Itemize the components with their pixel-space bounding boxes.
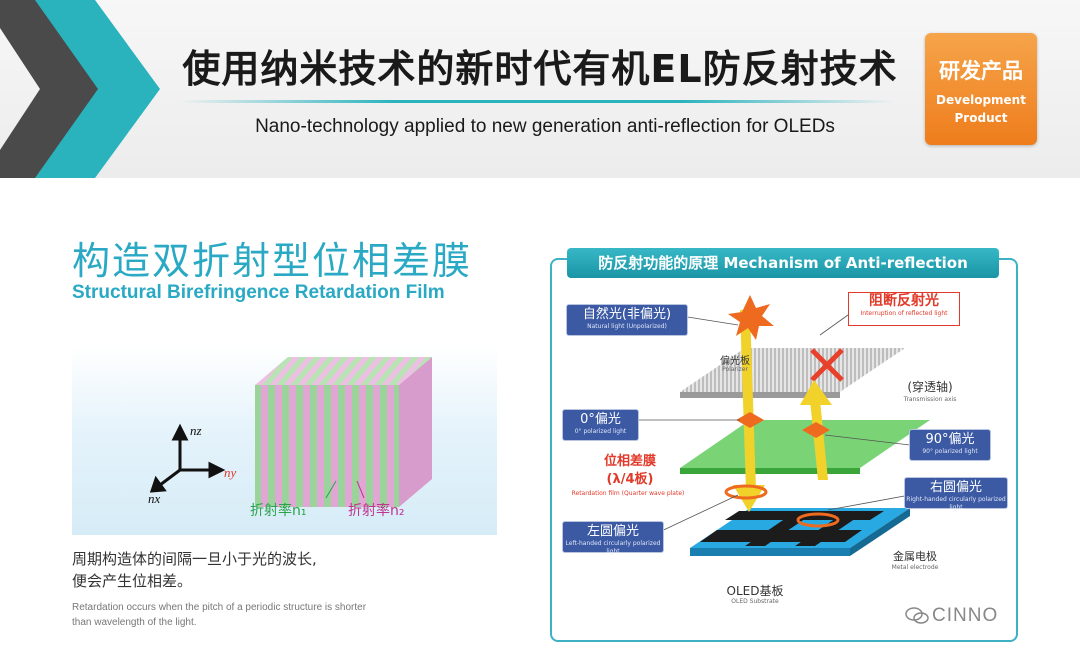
film-side-face — [399, 357, 432, 507]
index-label-n1: 折射率n₁ — [250, 502, 307, 519]
mechanism-diagram — [637, 295, 930, 556]
block-x-icon — [810, 348, 844, 382]
polarization-arrows-icon — [724, 412, 840, 528]
polarizer-plate — [680, 348, 905, 392]
natural-light-star-icon — [728, 295, 774, 340]
section-title-cn: 构造双折射型位相差膜 — [72, 239, 473, 283]
page-title: 使用纳米技术的新时代有机EL防反射技术 — [182, 47, 898, 91]
mechanism-title: 防反射功能的原理 Mechanism of Anti-reflection — [567, 248, 999, 278]
label-polarizer-en: Polarizer — [722, 366, 748, 373]
axis-label-ny: ny — [224, 465, 237, 480]
watermark-text: CINNO — [932, 605, 999, 626]
wechat-icon — [905, 607, 929, 624]
label-block-reflection: 阻断反射光 Interruption of reflected light — [848, 292, 960, 326]
film-structure-diagram: nz ny nx 折射率n₁ 折射率n₂ — [148, 357, 432, 519]
label-natural-light: 自然光(非偏光) Natural light (Unpolarized) — [567, 305, 687, 335]
description-en-line-2: than wavelength of the light. — [72, 617, 197, 628]
label-electrode-cn: 金属电极 — [893, 550, 937, 563]
index-label-n2: 折射率n₂ — [348, 502, 405, 519]
reflected-light-arrow-icon — [800, 380, 832, 480]
badge-label-en-1: Development — [936, 93, 1026, 107]
label-polarizer-cn: 偏光板 — [720, 356, 750, 367]
label-transmission-cn: (穿透轴) — [907, 380, 953, 394]
label-retardation-en: Retardation film (Quarter wave plate) — [571, 490, 685, 497]
label-right-circular: 右圆偏光 Right-handed circularly polarized l… — [905, 478, 1007, 511]
badge-label-cn: 研发产品 — [939, 59, 1023, 83]
section-title-en: Structural Birefringence Retardation Fil… — [72, 282, 445, 303]
description-en-line-1: Retardation occurs when the pitch of a p… — [72, 602, 367, 613]
film-top-face — [255, 357, 432, 385]
label-0-polarized: 0°偏光 0° polarized light — [563, 410, 638, 440]
description-cn: 周期构造体的间隔一旦小于光的波长, 便会产生位相差。 — [72, 548, 317, 592]
label-electrode-en: Metal electrode — [891, 564, 939, 571]
description-cn-line-2: 便会产生位相差。 — [72, 572, 193, 590]
label-retardation-cn-2: (λ/4板) — [606, 472, 654, 487]
chevron-logo-icon — [0, 0, 160, 178]
label-90-polarized: 90°偏光 90° polarized light — [910, 430, 990, 460]
label-transmission-en: Transmission axis — [903, 396, 957, 403]
description-cn-line-1: 周期构造体的间隔一旦小于光的波长, — [72, 550, 317, 568]
incoming-light-arrow-icon — [733, 310, 765, 512]
film-illustration: nz ny nx 折射率n₁ 折射率n₂ — [72, 345, 497, 535]
label-retardation-cn-1: 位相差膜 — [603, 454, 656, 469]
axis-label-nx: nx — [148, 491, 161, 506]
title-divider — [180, 100, 895, 103]
film-front-face — [255, 385, 399, 507]
label-substrate-en: OLED Substrate — [731, 598, 779, 605]
page-subtitle: Nano-technology applied to new generatio… — [255, 116, 835, 137]
axis-label-nz: nz — [190, 423, 202, 438]
label-substrate-cn: OLED基板 — [726, 584, 784, 598]
label-left-circular: 左圆偏光 Left-handed circularly polarized li… — [563, 522, 663, 555]
product-badge: 研发产品 Development Product — [925, 33, 1037, 145]
axis-arrows-icon — [149, 423, 226, 493]
description-en: Retardation occurs when the pitch of a p… — [72, 600, 366, 630]
header-banner: 使用纳米技术的新时代有机EL防反射技术 Nano-technology appl… — [0, 0, 1080, 178]
retardation-film — [680, 420, 930, 468]
badge-label-en-2: Product — [954, 111, 1008, 125]
